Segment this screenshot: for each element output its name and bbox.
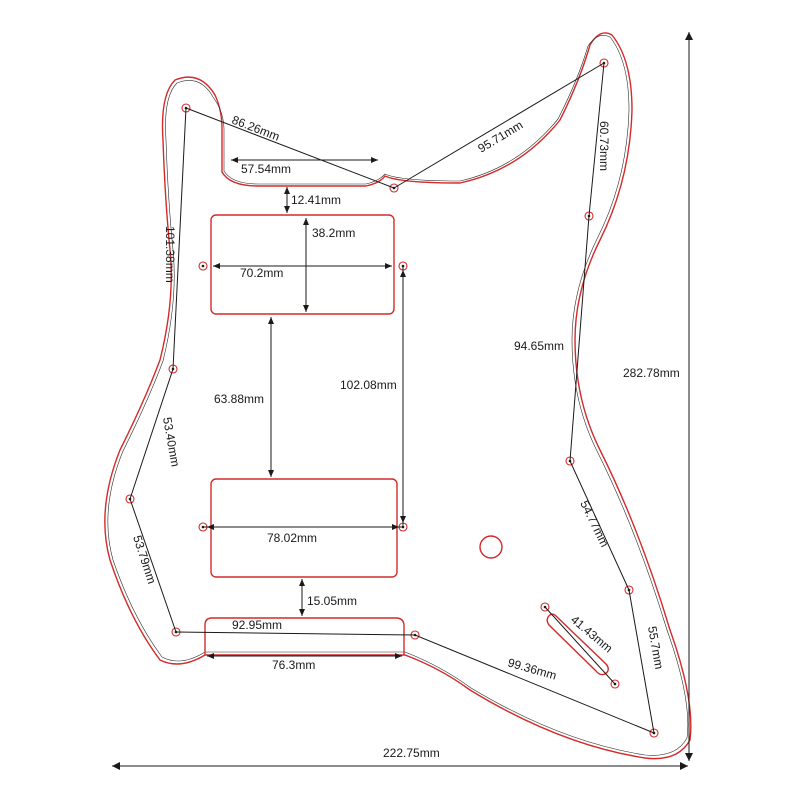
arrowhead [268,470,274,477]
arrowhead [213,263,220,269]
label-57-54: 57.54mm [241,162,291,176]
arrowhead [395,653,402,659]
label-70-2: 70.2mm [240,266,283,280]
bottom-cavity [204,617,405,655]
dim-line-54 [569,460,630,591]
label-76-3: 76.3mm [272,658,315,672]
arrowhead [371,157,378,163]
label-63-88: 63.88mm [214,392,264,406]
pickguard-inner-edge [107,35,689,756]
arrowhead [685,753,693,761]
arrowhead [385,263,392,269]
label-60-73: 60.73mm [597,121,611,171]
arrowhead [400,516,406,523]
dim-line-86 [185,107,395,189]
arrowhead [303,305,309,312]
bridge-pickup-cavity [210,478,398,578]
arrowhead [231,157,238,163]
dim-line-41 [544,606,616,685]
control-hole [479,535,503,559]
label-overall-height: 282.78mm [623,366,680,380]
label-overall-width: 222.75mm [383,746,440,760]
arrowhead [284,187,290,194]
label-53-79: 53.79mm [130,534,159,586]
dim-line-99 [414,634,655,734]
dim-line-53-79 [129,498,177,633]
arrowhead [112,762,120,770]
label-99-36: 99.36mm [506,655,558,682]
label-86-26: 86.26mm [230,113,282,144]
label-54-77: 54.77mm [577,498,612,549]
dim-line-94 [569,215,590,462]
arrowhead [268,317,274,324]
dim-line-92 [175,631,416,636]
label-94-65: 94.65mm [514,339,564,353]
arrowhead [680,762,688,770]
arrowhead [207,653,214,659]
label-53-40: 53.40mm [160,416,182,468]
neck-pickup-cavity [210,214,395,315]
label-38-2: 38.2mm [312,226,355,240]
dim-line-55 [628,589,655,734]
pickguard-outline [104,32,692,760]
dim-line-101 [172,107,187,370]
arrowheads [112,32,693,770]
label-92-95: 92.95mm [232,618,282,632]
dim-line-60 [588,62,605,217]
label-95-71: 95.71mm [475,118,525,156]
dimension-labels: 86.26mm 95.71mm 57.54mm 12.41mm 38.2mm 7… [130,113,680,760]
arrowhead [685,32,693,40]
label-12-41: 12.41mm [291,193,341,207]
arrowhead [299,579,305,586]
arrowhead [284,206,290,213]
dim-line-95 [393,62,605,189]
arrowhead [299,609,305,616]
arrowhead [400,270,406,277]
label-102-08: 102.08mm [340,378,397,392]
label-78-02: 78.02mm [267,531,317,545]
arrowhead [303,218,309,225]
label-15-05: 15.05mm [307,594,357,608]
arrowhead [207,524,214,530]
dimension-lines [112,32,690,767]
label-101-38: 101.38mm [163,226,177,283]
dim-line-53-40 [129,368,174,500]
arrowhead [392,524,399,530]
label-55-7: 55.7mm [645,625,666,670]
